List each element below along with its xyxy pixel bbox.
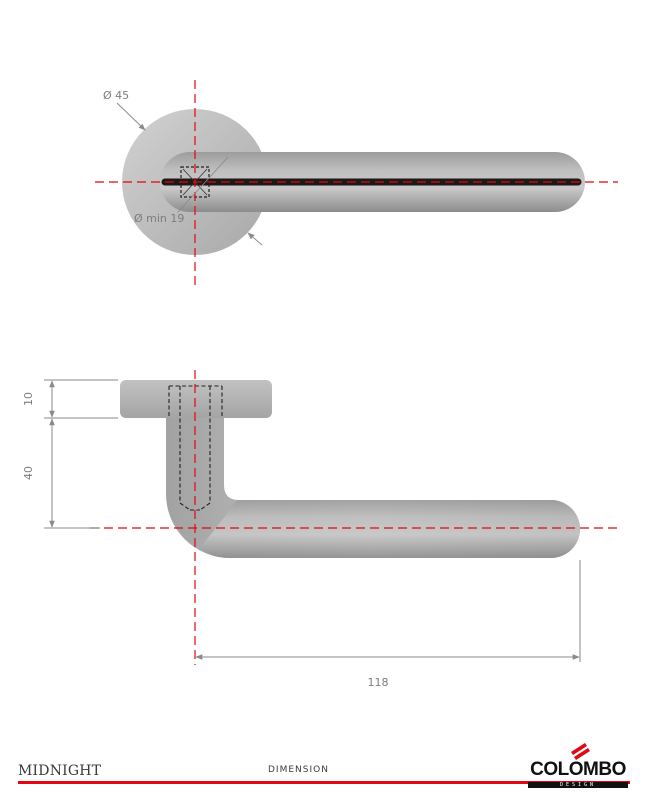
rose-thickness-label: 10	[22, 392, 35, 406]
brand-subtitle: DESIGN	[528, 782, 628, 788]
footer-rule	[18, 781, 630, 784]
side-view: 10 40 118	[22, 370, 618, 689]
bottom-dimension	[195, 560, 581, 662]
lever-length-label: 118	[368, 676, 389, 689]
lever-height-label: 40	[22, 466, 35, 480]
rose-diameter-arrow	[116, 102, 146, 131]
min-hole-label: Ø min 19	[134, 212, 184, 225]
brand-name: COLOMBO	[530, 759, 626, 780]
left-dimensions	[44, 379, 118, 529]
lever-arm-shading	[200, 500, 580, 558]
model-name: MIDNIGHT	[18, 763, 102, 779]
rose-base-side	[120, 380, 272, 418]
min-hole-leader	[177, 156, 229, 213]
brand-swoosh-icon	[571, 743, 590, 760]
rose-diameter-arrow-end	[247, 232, 263, 246]
rose-diameter-label: Ø 45	[103, 89, 129, 102]
brand-logo: COLOMBO DESIGN	[524, 738, 632, 794]
top-view: Ø 45 Ø min 19	[95, 80, 618, 285]
sheet-title: DIMENSION	[268, 765, 329, 775]
